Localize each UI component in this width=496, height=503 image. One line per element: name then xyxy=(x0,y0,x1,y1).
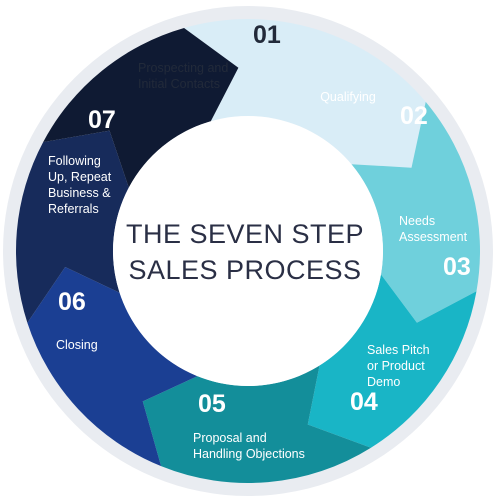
step-segment-02 xyxy=(351,101,480,323)
step-number-07: 07 xyxy=(88,106,116,134)
step-label-02: Qualifying xyxy=(320,90,376,104)
center-circle xyxy=(113,116,383,386)
step-number-03: 03 xyxy=(443,253,471,281)
step-number-01: 01 xyxy=(253,21,281,49)
step-number-06: 06 xyxy=(58,288,86,316)
center-title-line2: SALES PROCESS xyxy=(128,255,361,285)
step-segment-05 xyxy=(27,266,198,467)
center-title-line1: THE SEVEN STEP xyxy=(126,219,364,249)
step-segment-03 xyxy=(307,274,477,448)
step-number-04: 04 xyxy=(350,388,378,416)
step-number-02: 02 xyxy=(400,102,428,130)
step-number-05: 05 xyxy=(198,390,226,418)
step-label-06: Closing xyxy=(56,338,98,352)
step-segment-04 xyxy=(142,365,371,483)
step-segment-01 xyxy=(184,18,426,168)
step-segment-06 xyxy=(15,130,129,323)
step-segment-07 xyxy=(43,27,239,188)
